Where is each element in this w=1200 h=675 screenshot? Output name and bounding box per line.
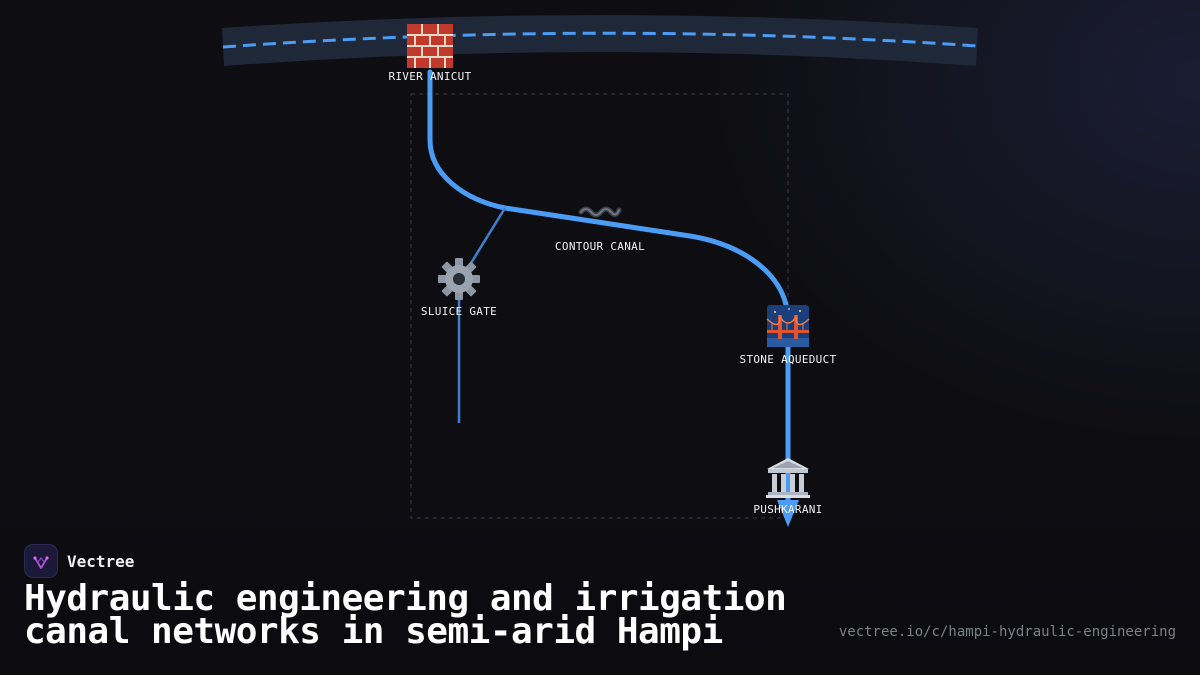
page-title: Hydraulic engineering and irrigation can… bbox=[24, 578, 787, 652]
classical-building-icon bbox=[766, 458, 810, 498]
node-label-sluice: SLUICE GATE bbox=[421, 305, 497, 318]
river-flow-line bbox=[222, 31, 978, 49]
wavy-canal-icon bbox=[578, 206, 622, 218]
node-label-pushkarani: PUSHKARANI bbox=[753, 503, 822, 516]
source-url[interactable]: vectree.io/c/hampi-hydraulic-engineering bbox=[838, 624, 1176, 640]
node-label-canal: CONTOUR CANAL bbox=[555, 240, 645, 253]
bridge-at-night-icon bbox=[766, 305, 810, 347]
brand-name: Vectree bbox=[67, 551, 135, 571]
vectree-logo-icon bbox=[24, 544, 58, 578]
canal-network-diagram: RIVER ANICUT CONTOUR CANAL SLUICE GATE bbox=[222, 15, 978, 527]
node-label-anicut: RIVER ANICUT bbox=[388, 70, 471, 83]
brand: Vectree bbox=[24, 544, 134, 578]
gear-icon bbox=[438, 258, 480, 300]
node-label-aqueduct: STONE AQUEDUCT bbox=[740, 353, 837, 366]
branch-to-sluice-path bbox=[466, 207, 507, 269]
main-channel-path bbox=[427, 69, 790, 313]
flow-arrowhead bbox=[777, 500, 799, 527]
brick-wall-icon bbox=[407, 24, 453, 68]
